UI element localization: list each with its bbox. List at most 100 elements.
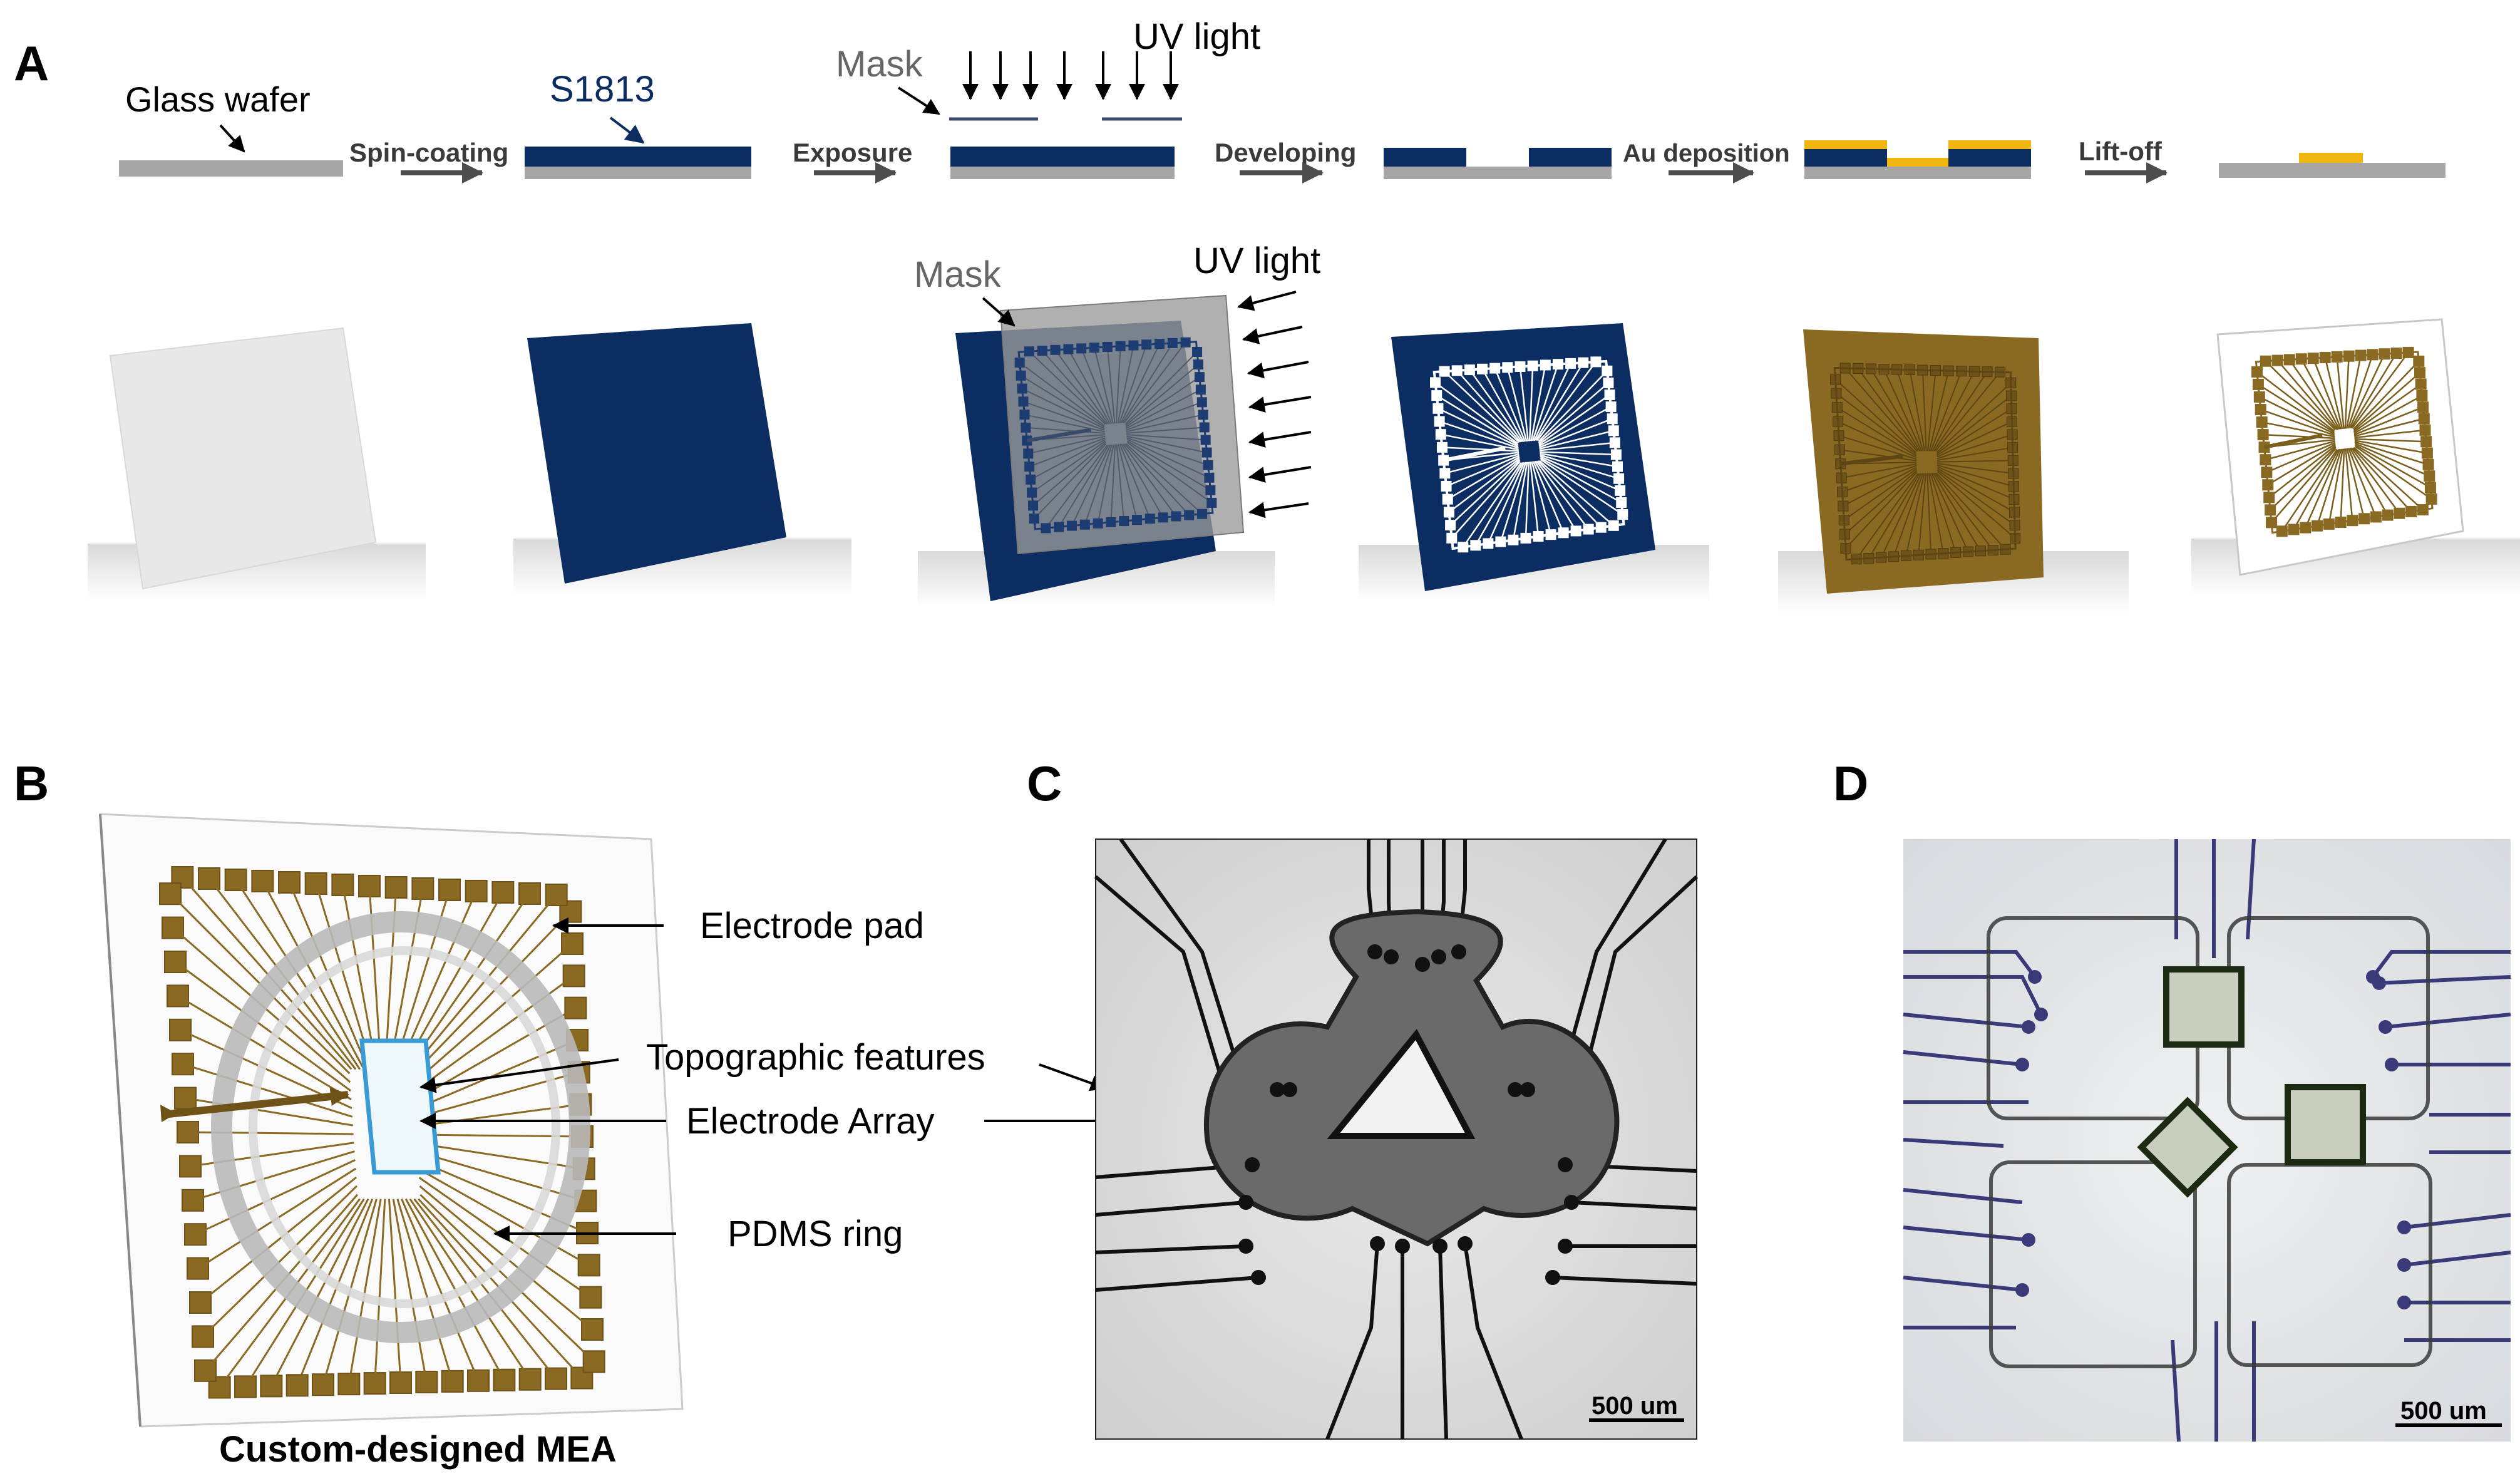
topographic-blocks	[2137, 966, 2366, 1198]
resist-pointer	[609, 116, 645, 144]
trace	[1022, 388, 1105, 430]
trace	[1442, 446, 1519, 452]
trace	[1931, 473, 1969, 552]
trace	[347, 1199, 382, 1385]
gold-final	[2299, 153, 2363, 163]
trace	[2349, 447, 2389, 516]
electrode	[1415, 957, 1430, 972]
trace	[1843, 468, 1918, 521]
trace	[1918, 473, 1926, 555]
electrode	[1384, 949, 1399, 964]
trace	[202, 1185, 358, 1338]
trace	[195, 1159, 356, 1236]
gold-top-left	[1804, 140, 1887, 149]
trace	[1024, 414, 1105, 433]
trace	[417, 1150, 586, 1202]
trace	[2354, 441, 2429, 466]
trace	[1125, 364, 1199, 426]
electrode	[2015, 1058, 2029, 1071]
trace	[1125, 389, 1201, 430]
trace	[1117, 345, 1134, 424]
trace	[1106, 346, 1116, 424]
pdms-ring-label: PDMS ring	[728, 1214, 903, 1254]
trace	[1838, 421, 1917, 458]
pdms-ring-outer	[211, 911, 590, 1343]
trace	[1539, 430, 1614, 450]
trace	[1438, 1246, 1448, 1440]
micrograph-c: 500 um	[1094, 838, 1699, 1440]
glass-section-1	[525, 167, 751, 179]
electrode	[2028, 970, 2042, 984]
trace	[1462, 462, 1522, 548]
trace	[2246, 839, 2256, 940]
electrode	[1245, 1157, 1260, 1172]
trace	[1118, 344, 1148, 424]
electrode	[1251, 1270, 1266, 1285]
trace	[1436, 395, 1519, 446]
trace	[2336, 356, 2345, 429]
trace	[2347, 448, 2377, 517]
trace	[1441, 433, 1519, 451]
trace	[175, 961, 352, 1092]
trace	[1933, 371, 1988, 452]
trace	[1506, 367, 1528, 442]
trace	[2281, 448, 2338, 532]
trace	[1481, 368, 1525, 443]
trace	[1126, 426, 1205, 434]
trace	[2288, 359, 2339, 430]
trace	[392, 1199, 428, 1383]
trace	[1533, 363, 1571, 441]
resist-layer-1	[525, 147, 751, 167]
trace	[401, 1199, 480, 1381]
trace	[182, 877, 352, 1070]
trace	[1530, 364, 1546, 441]
glass-section-2	[950, 167, 1175, 179]
trace	[1095, 1244, 1247, 1254]
electrode	[1238, 1239, 1253, 1254]
trace	[1058, 445, 1109, 528]
trace	[1936, 446, 2013, 462]
trace	[1936, 464, 2014, 487]
trace	[1042, 350, 1108, 425]
trace	[2352, 447, 2412, 512]
trace	[1084, 444, 1113, 525]
trace	[1540, 454, 1619, 480]
trace	[1937, 463, 2013, 475]
trace	[2312, 358, 2342, 430]
trace	[1122, 443, 1177, 517]
mask-label-3d: Mask	[914, 254, 1002, 295]
glass-wafer-pointer	[219, 124, 245, 153]
trace	[2354, 429, 2425, 439]
trace	[1023, 401, 1105, 431]
electrode	[1367, 944, 1382, 959]
electrode	[1432, 1239, 1448, 1254]
electrode	[2385, 1058, 2399, 1071]
mask-pointer-top	[897, 86, 940, 115]
micrograph-d: 500 um	[1903, 839, 2511, 1442]
electrode	[2379, 1020, 2392, 1034]
resist-au-left	[1804, 149, 1887, 167]
trace	[414, 1039, 578, 1110]
trace	[1903, 1226, 2029, 1242]
trace	[2345, 448, 2353, 521]
trace	[1325, 1243, 1379, 1440]
resist-layer-2	[950, 147, 1175, 167]
trace	[1499, 462, 1527, 542]
trace	[1933, 472, 1982, 552]
pad-frame	[2255, 351, 2434, 534]
panel-label-a: A	[14, 36, 49, 91]
trace	[2316, 448, 2342, 527]
trace	[2261, 421, 2335, 438]
trace	[1857, 368, 1920, 452]
electrode	[2015, 1283, 2029, 1297]
trace	[2345, 355, 2362, 429]
trace	[1019, 362, 1105, 426]
render-exposure: Mask UV light	[914, 240, 1320, 607]
trace	[1126, 434, 1206, 441]
electrode	[1520, 1082, 1535, 1097]
trace	[1880, 473, 1922, 558]
trace	[1834, 378, 1916, 453]
trace	[409, 894, 557, 1071]
trace	[1937, 460, 2013, 463]
trace	[1124, 443, 1190, 516]
